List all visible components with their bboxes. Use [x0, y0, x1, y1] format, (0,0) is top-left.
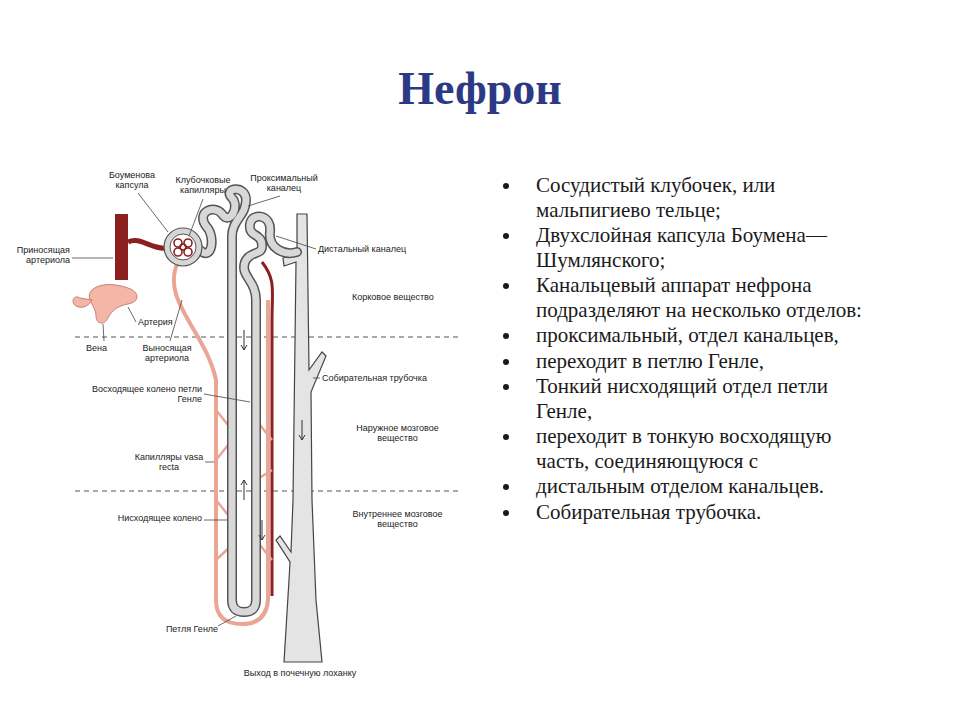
- part-label: Выход в почечную лоханку: [222, 668, 378, 678]
- leader-line: [72, 258, 113, 259]
- slide-title: Нефрон: [0, 62, 960, 115]
- part-label: Нисходящее колено: [98, 513, 202, 523]
- leader-line: [72, 193, 320, 626]
- bullet-dot: [503, 359, 509, 365]
- nephron-tubule: [200, 189, 297, 612]
- part-label: Проксимальный каналец: [246, 173, 322, 193]
- nephron-tubule: [200, 189, 297, 612]
- leader-line: [204, 520, 227, 521]
- part-label: Внутреннее мозговое вещество: [350, 509, 445, 529]
- leader-line: [248, 196, 280, 206]
- part-label: Капилляры vasa recta: [133, 452, 205, 472]
- leader-line: [276, 236, 316, 249]
- flow-arrow: [259, 520, 265, 540]
- part-label: Выносящая артериола: [128, 343, 206, 363]
- collecting-duct: [276, 214, 326, 662]
- leader-line: [138, 193, 168, 232]
- part-label: Дистальный каналец: [318, 244, 418, 254]
- part-label: Боуменова капсула: [103, 170, 161, 190]
- bullet-text: Тонкий нисходящий отдел петли Генле,: [536, 374, 874, 423]
- part-label: Корковое вещество: [352, 292, 457, 302]
- bullet-dot: [503, 333, 509, 339]
- blood-vessels: [73, 297, 92, 307]
- flow-arrow: [241, 330, 247, 350]
- glomerulus: [174, 239, 192, 256]
- bullet-text: переходит в петлю Генле,: [536, 349, 874, 374]
- bullet-text: Собирательная трубочка.: [536, 500, 874, 525]
- leader-line: [204, 394, 250, 402]
- bullet-dot: [503, 183, 509, 189]
- leader-line: [218, 616, 236, 626]
- part-label: Восходящее колено петли Генле: [88, 384, 202, 404]
- bullet-dot: [503, 283, 509, 289]
- bullet-text: Сосудистый клубочек, или мальпигиево тел…: [536, 173, 874, 222]
- glomerulus: [164, 228, 202, 266]
- glomerulus: [180, 244, 186, 250]
- glomerulus: [170, 234, 196, 260]
- leader-line: [313, 378, 320, 379]
- nephron-tubule: [200, 189, 297, 612]
- part-label: Клубочковые капилляры: [170, 175, 236, 195]
- bullet-text: дистальным отделом канальцев.: [536, 474, 874, 499]
- blood-vessels: [128, 240, 166, 248]
- bullet-text: проксимальный, отдел канальцев,: [536, 323, 874, 348]
- bullet-dot: [503, 484, 509, 490]
- bullet-text: переходит в тонкую восходящую часть, сое…: [536, 424, 874, 473]
- flow-arrow: [241, 330, 305, 540]
- leader-line: [189, 199, 203, 236]
- blood-vessels: [73, 214, 166, 323]
- part-label: Наружное мозговое вещество: [350, 423, 445, 443]
- bullet-dot: [503, 510, 509, 516]
- vasa-recta: [216, 410, 272, 560]
- part-label: Собирательная трубочка: [322, 373, 442, 383]
- glomerulus: [164, 228, 202, 266]
- bullet-dot: [503, 233, 509, 239]
- bullet-dot: [503, 434, 509, 440]
- leader-line: [103, 324, 104, 341]
- bullet-text: Канальцевый аппарат нефрона подразделяют…: [536, 273, 874, 322]
- bullet-text: Двухслойная капсула Боумена—Шумлянского;: [536, 223, 874, 272]
- flow-arrow: [241, 480, 247, 500]
- leader-line: [205, 462, 214, 463]
- flow-arrow: [299, 420, 305, 440]
- collecting-duct: [276, 214, 326, 662]
- leader-line: [128, 307, 136, 322]
- blood-vessels: [89, 285, 137, 324]
- blood-vessels: [115, 214, 128, 280]
- part-label: Петля Генле: [152, 624, 232, 634]
- part-label: Вена: [86, 343, 116, 353]
- part-label: Приносящая артериола: [2, 245, 70, 265]
- bullet-dot: [503, 384, 509, 390]
- part-label: Артерия: [138, 317, 188, 327]
